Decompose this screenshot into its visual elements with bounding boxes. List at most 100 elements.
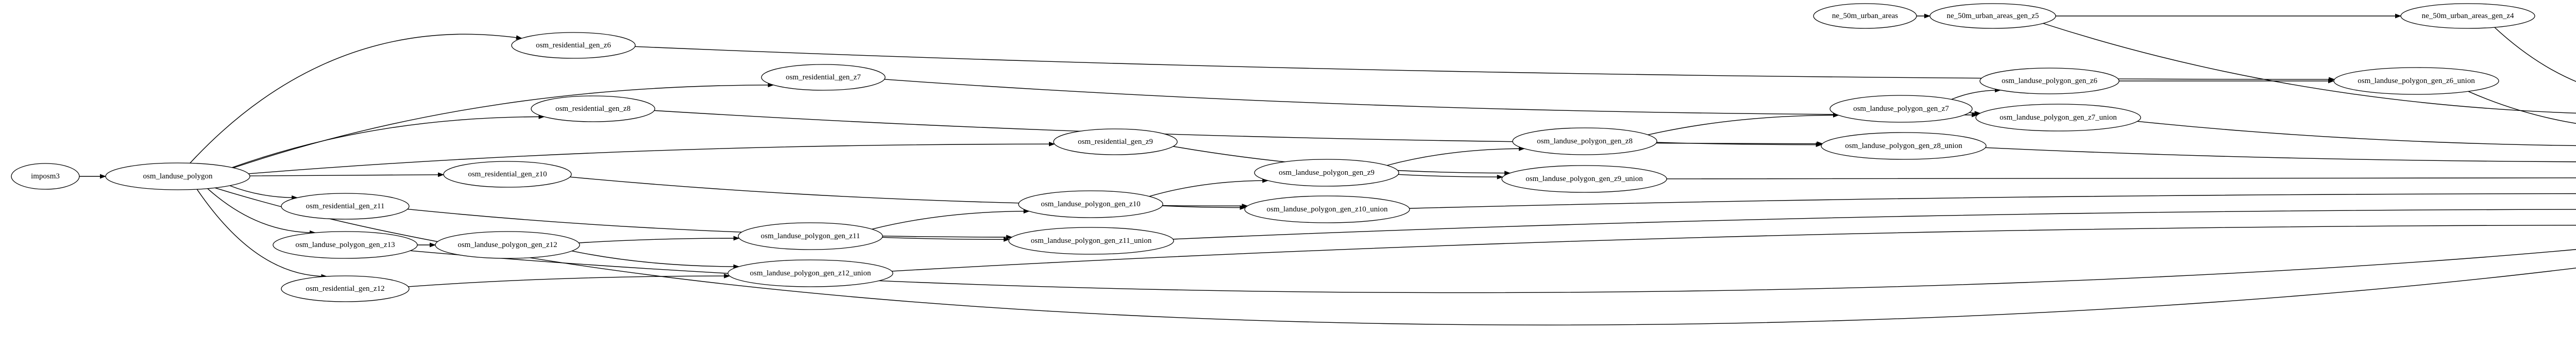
node-shape-osm_landuse_polygon_gen_z12_union (727, 259, 893, 287)
node-label-osm_residential_gen_z9: osm_residential_gen_z9 (1078, 138, 1153, 146)
node-label-ne_50m_urban_areas_gen_z5: ne_50m_urban_areas_gen_z5 (1946, 12, 2039, 20)
node-shape-osm_landuse_polygon_gen_z7 (1829, 95, 1973, 123)
node-label-osm_residential_gen_z12: osm_residential_gen_z12 (306, 285, 384, 293)
node-label-osm_landuse_polygon_gen_z7_union: osm_landuse_polygon_gen_z7_union (1999, 113, 2117, 122)
node-osm_residential_gen_z10: osm_residential_gen_z10 (443, 161, 572, 188)
edge-osm_landuse_polygon_gen_z7_union-to-layer_landuse-z7 (2137, 121, 2576, 146)
node-label-imposm3: imposm3 (31, 172, 60, 180)
node-shape-osm_landuse_polygon (105, 162, 250, 190)
node-label-osm_landuse_polygon_gen_z11_union: osm_landuse_polygon_gen_z11_union (1031, 237, 1152, 245)
node-shape-osm_landuse_polygon_gen_z11 (738, 222, 883, 250)
node-label-osm_residential_gen_z7: osm_residential_gen_z7 (786, 73, 861, 81)
node-shape-osm_landuse_polygon_gen_z10_union (1244, 195, 1410, 223)
node-osm_residential_gen_z6: osm_residential_gen_z6 (511, 32, 636, 59)
node-shape-osm_landuse_polygon_gen_z12 (435, 231, 580, 259)
edge-osm_residential_gen_z11-to-osm_landuse_polygon_gen_z11_union (407, 208, 1013, 240)
node-osm_residential_gen_z7: osm_residential_gen_z7 (761, 64, 886, 91)
node-label-osm_landuse_polygon_gen_z6: osm_landuse_polygon_gen_z6 (2002, 77, 2097, 85)
edges-layer (79, 13, 2576, 325)
edge-osm_landuse_polygon-to-osm_landuse_polygon_gen_z13 (207, 188, 316, 235)
node-shape-osm_residential_gen_z10 (443, 161, 572, 188)
node-osm_landuse_polygon_gen_z8_union: osm_landuse_polygon_gen_z8_union (1821, 132, 1987, 160)
node-shape-osm_landuse_polygon_gen_z8 (1512, 127, 1657, 155)
node-shape-osm_landuse_polygon_gen_z6 (1979, 68, 2120, 94)
node-shape-osm_landuse_polygon_gen_z10 (1018, 190, 1163, 218)
edge-osm_residential_gen_z12-to-osm_landuse_polygon_gen_z12_union (408, 273, 731, 287)
edge-osm_landuse_polygon_gen_z10_union-to-layer_landuse-z10 (1409, 193, 2576, 209)
node-osm_landuse_polygon_gen_z10_union: osm_landuse_polygon_gen_z10_union (1244, 195, 1410, 223)
node-osm_landuse_polygon_gen_z11_union: osm_landuse_polygon_gen_z11_union (1008, 227, 1174, 255)
node-osm_landuse_polygon_gen_z11: osm_landuse_polygon_gen_z11 (738, 222, 883, 250)
node-shape-ne_50m_urban_areas_gen_z5 (1929, 3, 2056, 29)
edge-osm_landuse_polygon_gen_z9-to-osm_landuse_polygon_gen_z8 (1386, 146, 1525, 166)
node-osm_landuse_polygon_gen_z12: osm_landuse_polygon_gen_z12 (435, 231, 580, 259)
node-osm_landuse_polygon_gen_z13: osm_landuse_polygon_gen_z13 (273, 231, 418, 259)
node-shape-osm_residential_gen_z6 (511, 32, 636, 59)
node-osm_residential_gen_z8: osm_residential_gen_z8 (531, 95, 655, 122)
edge-ne_50m_urban_areas_gen_z4-to-layer_landuse-z4 (2494, 27, 2576, 82)
node-osm_landuse_polygon_gen_z6: osm_landuse_polygon_gen_z6 (1979, 68, 2120, 94)
node-ne_50m_urban_areas: ne_50m_urban_areas (1813, 3, 1917, 29)
node-shape-osm_landuse_polygon_gen_z8_union (1821, 132, 1987, 160)
edge-osm_landuse_polygon_gen_z7-to-osm_landuse_polygon_gen_z6 (1951, 88, 2002, 100)
node-osm_landuse_polygon_gen_z7_union: osm_landuse_polygon_gen_z7_union (1975, 104, 2141, 131)
node-osm_landuse_polygon_gen_z6_union: osm_landuse_polygon_gen_z6_union (2333, 67, 2499, 95)
node-shape-osm_landuse_polygon_gen_z9_union (1501, 165, 1667, 193)
node-label-osm_residential_gen_z10: osm_residential_gen_z10 (468, 170, 547, 178)
node-osm_landuse_polygon_gen_z12_union: osm_landuse_polygon_gen_z12_union (727, 259, 893, 287)
edge-osm_residential_gen_z7-to-osm_landuse_polygon_gen_z7_union (884, 79, 1978, 118)
node-osm_residential_gen_z12: osm_residential_gen_z12 (281, 275, 410, 302)
edge-osm_landuse_polygon-to-osm_residential_gen_z12 (196, 189, 328, 279)
node-osm_residential_gen_z9: osm_residential_gen_z9 (1053, 128, 1178, 155)
node-shape-ne_50m_urban_areas_gen_z4 (2400, 3, 2535, 29)
node-osm_residential_gen_z11: osm_residential_gen_z11 (281, 193, 410, 220)
node-shape-osm_landuse_polygon_gen_z9 (1254, 159, 1399, 187)
node-label-osm_landuse_polygon_gen_z13: osm_landuse_polygon_gen_z13 (295, 241, 395, 249)
node-osm_landuse_polygon_gen_z10: osm_landuse_polygon_gen_z10 (1018, 190, 1163, 218)
edge-osm_landuse_polygon_gen_z8-to-osm_landuse_polygon_gen_z7 (1648, 112, 1839, 136)
node-osm_landuse_polygon_gen_z9: osm_landuse_polygon_gen_z9 (1254, 159, 1399, 187)
edge-osm_landuse_polygon_gen_z11-to-osm_landuse_polygon_gen_z10 (872, 209, 1030, 230)
node-label-osm_residential_gen_z11: osm_residential_gen_z11 (306, 202, 385, 210)
node-label-osm_landuse_polygon_gen_z9: osm_landuse_polygon_gen_z9 (1279, 169, 1375, 177)
node-label-ne_50m_urban_areas: ne_50m_urban_areas (1832, 12, 1898, 20)
edge-osm_landuse_polygon-to-osm_residential_gen_z6 (190, 34, 522, 163)
node-shape-imposm3 (11, 163, 80, 190)
node-osm_landuse_polygon_gen_z7: osm_landuse_polygon_gen_z7 (1829, 95, 1973, 123)
node-label-osm_landuse_polygon_gen_z12_union: osm_landuse_polygon_gen_z12_union (750, 269, 871, 277)
node-label-osm_landuse_polygon_gen_z12: osm_landuse_polygon_gen_z12 (457, 241, 557, 249)
node-label-osm_residential_gen_z8: osm_residential_gen_z8 (555, 105, 631, 113)
edge-osm_landuse_polygon_gen_z9_union-to-layer_landuse-z9 (1666, 177, 2576, 179)
node-label-osm_landuse_polygon_gen_z8_union: osm_landuse_polygon_gen_z8_union (1845, 142, 1962, 150)
node-ne_50m_urban_areas_gen_z4: ne_50m_urban_areas_gen_z4 (2400, 3, 2535, 29)
edge-osm_landuse_polygon_gen_z12-to-osm_landuse_polygon_gen_z11 (579, 236, 740, 243)
node-ne_50m_urban_areas_gen_z5: ne_50m_urban_areas_gen_z5 (1929, 3, 2056, 29)
edge-osm_landuse_polygon_gen_z6_union-to-layer_landuse-z6 (2468, 91, 2576, 124)
node-label-osm_landuse_polygon_gen_z9_union: osm_landuse_polygon_gen_z9_union (1526, 175, 1643, 183)
edge-osm_landuse_polygon_gen_z10-to-osm_landuse_polygon_gen_z10_union (1162, 205, 1246, 210)
edge-osm_landuse_polygon_gen_z10-to-osm_landuse_polygon_gen_z9 (1149, 178, 1269, 197)
node-imposm3: imposm3 (11, 163, 80, 190)
edge-osm_landuse_polygon-to-osm_residential_gen_z8 (232, 114, 545, 168)
node-osm_landuse_polygon_gen_z8: osm_landuse_polygon_gen_z8 (1512, 127, 1657, 155)
edge-ne_50m_urban_areas_gen_z5-to-layer_landuse-z5 (2043, 23, 2576, 114)
nodes-layer: imposm3 osm_landuse_polygon osm_residentia… (11, 3, 2535, 302)
node-label-osm_residential_gen_z6: osm_residential_gen_z6 (536, 41, 611, 50)
edge-osm_landuse_polygon-to-osm_residential_gen_z9 (248, 141, 1055, 174)
edge-osm_landuse_polygon_gen_z9-to-osm_landuse_polygon_gen_z9_union (1398, 174, 1503, 179)
node-shape-osm_landuse_polygon_gen_z7_union (1975, 104, 2141, 131)
node-shape-osm_residential_gen_z12 (281, 275, 410, 302)
node-label-osm_landuse_polygon_gen_z10: osm_landuse_polygon_gen_z10 (1041, 200, 1140, 208)
edge-osm_landuse_polygon-to-osm_residential_gen_z10 (249, 172, 445, 177)
edge-osm_landuse_polygon_gen_z12_union-to-layer_landuse-z12 (891, 225, 2576, 272)
node-shape-osm_residential_gen_z8 (531, 95, 655, 122)
edge-osm_landuse_polygon-to-osm_residential_gen_z11 (229, 185, 298, 200)
node-label-osm_landuse_polygon: osm_landuse_polygon (143, 172, 213, 180)
edge-osm_landuse_polygon_gen_z11_union-to-layer_landuse-z11 (1173, 209, 2576, 240)
edge-osm_landuse_polygon_gen_z12-to-osm_landuse_polygon_gen_z12_union (571, 251, 740, 269)
node-shape-osm_residential_gen_z9 (1053, 128, 1178, 155)
node-osm_landuse_polygon: osm_landuse_polygon (105, 162, 250, 190)
node-label-osm_landuse_polygon_gen_z10_union: osm_landuse_polygon_gen_z10_union (1267, 205, 1388, 213)
